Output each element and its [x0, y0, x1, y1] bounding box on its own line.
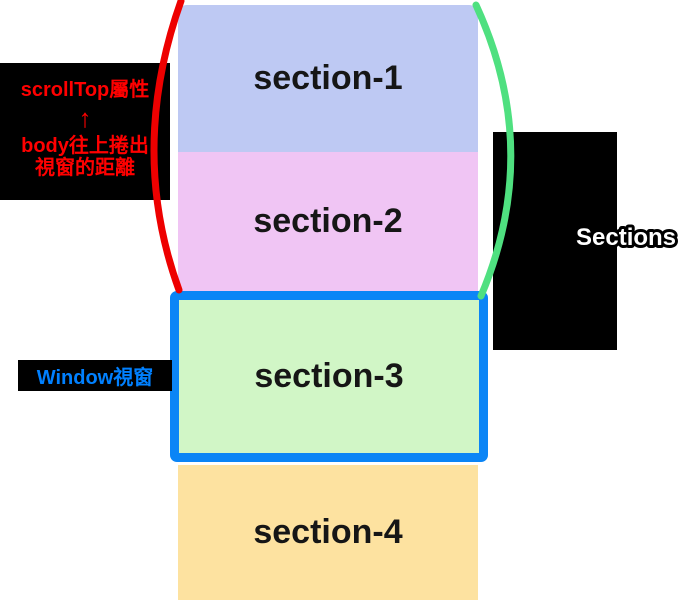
section-2-label: section-2: [253, 202, 403, 240]
section-1-label: section-1: [253, 59, 403, 97]
scrolltop-annotation-line2: body往上捲出: [21, 135, 149, 157]
scrolltop-annotation-box: scrollTop屬性 ↑ body往上捲出 視窗的距離: [0, 63, 170, 200]
window-viewport-box: section-3: [170, 291, 488, 462]
section-2-block: section-2: [178, 152, 478, 291]
window-label-bar: Window視窗: [18, 360, 172, 391]
section-3-label: section-3: [254, 357, 404, 395]
section-4-block: section-4: [178, 465, 478, 600]
scrolltop-annotation-line3: 視窗的距離: [35, 157, 135, 179]
right-annotation-box: [493, 132, 617, 350]
section-4-label: section-4: [253, 513, 403, 551]
section-1-block: section-1: [178, 5, 478, 152]
up-arrow-icon: ↑: [78, 103, 92, 133]
scrolltop-annotation-title: scrollTop屬性: [20, 79, 150, 101]
window-label: Window視窗: [36, 367, 154, 389]
